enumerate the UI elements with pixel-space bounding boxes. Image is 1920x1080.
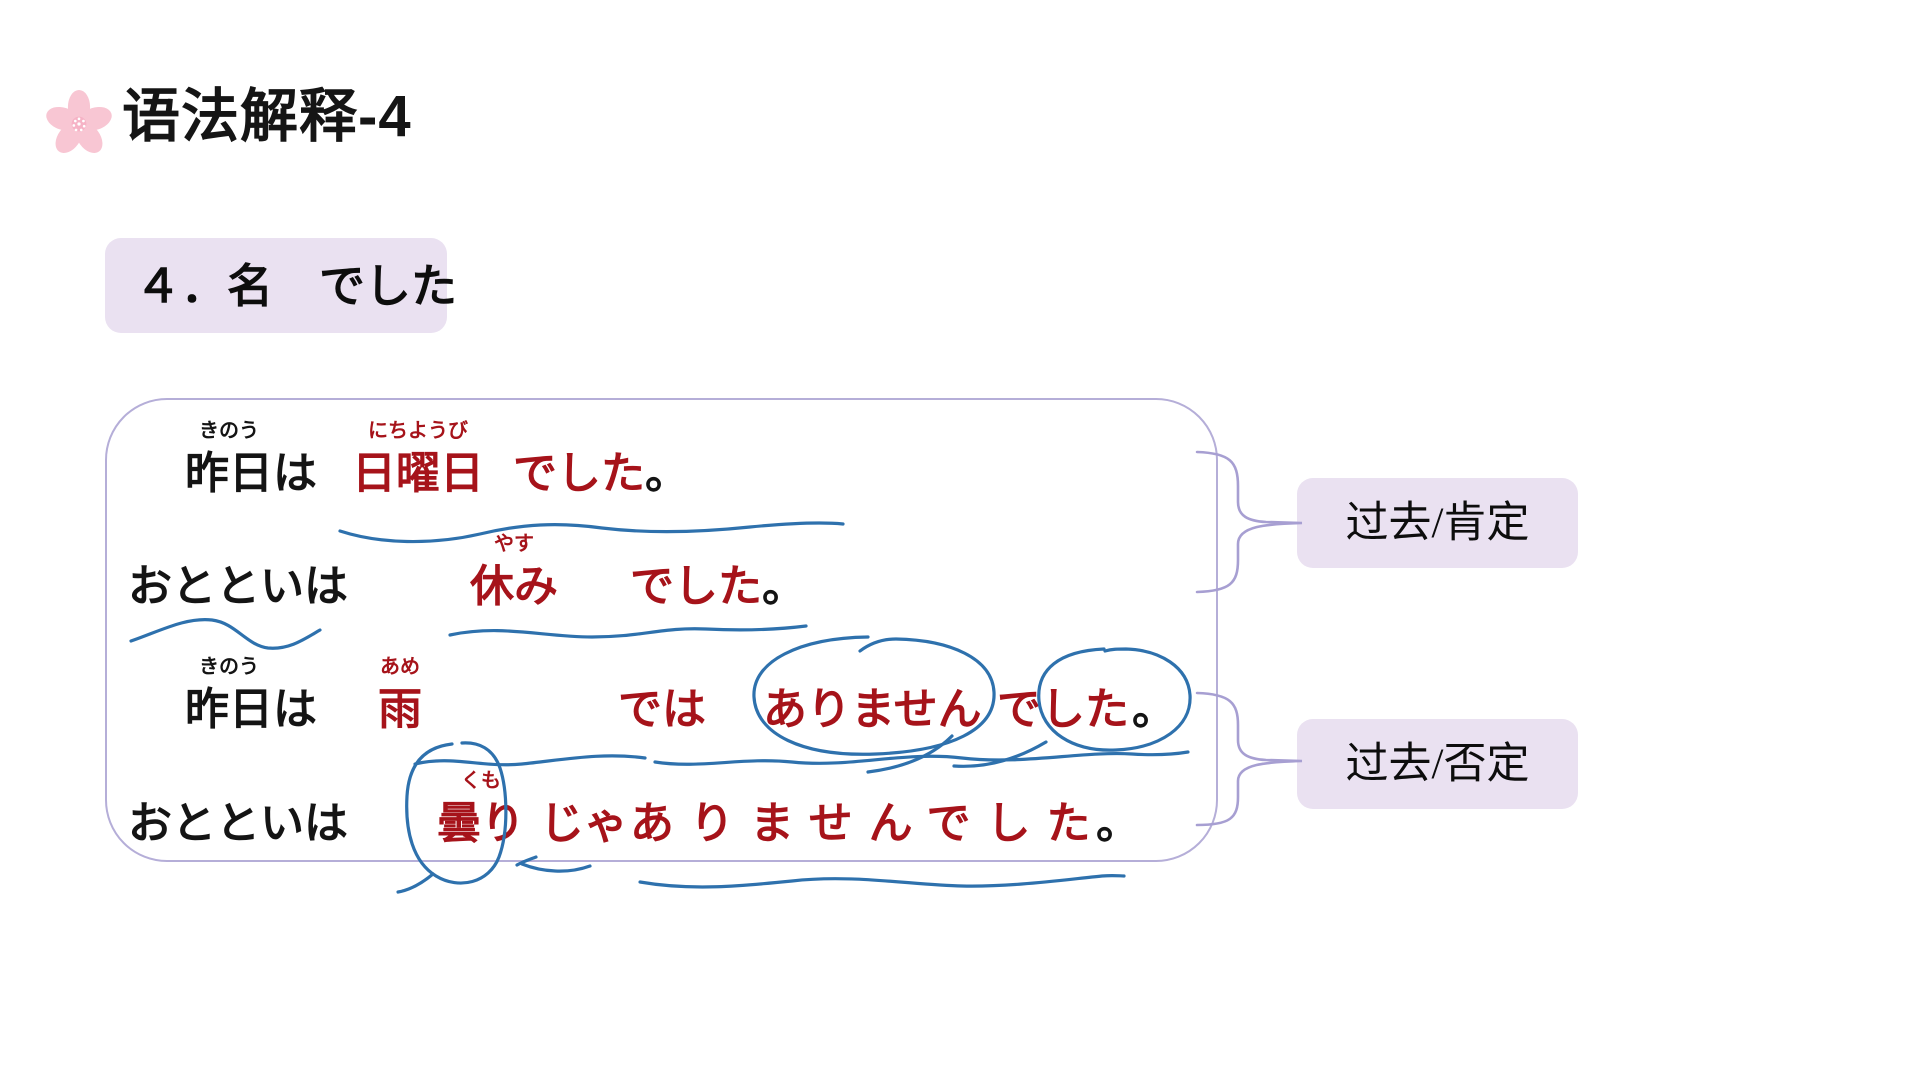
example-box	[105, 398, 1218, 862]
furigana: きのう	[199, 656, 259, 678]
punctuation: 。	[1132, 685, 1176, 734]
word: でした	[630, 560, 762, 614]
punctuation: 。	[762, 562, 806, 611]
word-text: でした	[630, 562, 762, 611]
word-text: じゃ	[540, 799, 628, 848]
label-text: 过去/否定	[1345, 741, 1530, 788]
circle-kumori-tail	[396, 872, 435, 894]
punctuation: 。	[645, 449, 689, 498]
word: きのう昨日は	[185, 656, 317, 737]
sentence-3: きのう昨日は あめ雨 では ありません でした 。	[0, 656, 1920, 743]
furigana: にちようび	[368, 420, 468, 442]
word: にちようび日曜日	[352, 420, 484, 501]
grammar-heading-text: ４．名 でした	[135, 261, 457, 312]
furigana: きのう	[199, 420, 259, 442]
label-text: 过去/肯定	[1345, 500, 1530, 547]
word: じゃ	[540, 797, 628, 851]
grammar-heading-box: ４．名 でした	[105, 238, 457, 333]
sentence-2: おとといは やす休み でした 。	[0, 533, 1920, 620]
word-text: ありませんでした	[630, 799, 1107, 848]
word-text: 昨日は	[185, 449, 317, 498]
word: でした	[513, 447, 645, 501]
word: おとといは	[128, 560, 348, 614]
word-text: では	[618, 685, 706, 734]
word: おとといは	[128, 797, 348, 851]
label-past-negative: 过去/否定	[1297, 719, 1578, 809]
word-text: 曇り	[437, 799, 525, 848]
word: くも曇り	[437, 770, 525, 851]
word-text: おとといは	[128, 562, 348, 611]
word-text: ありません	[763, 685, 982, 734]
word-text: 雨	[378, 685, 422, 734]
word-text: 休み	[470, 562, 558, 611]
word: ありませんでした	[630, 797, 1106, 851]
word-text: でした	[997, 685, 1129, 734]
page-title: 语法解释-4	[122, 84, 412, 149]
word: でした	[997, 683, 1129, 737]
word-text: 昨日は	[185, 685, 317, 734]
sentence-4: おとといは くも曇り じゃ ありませんでした 。	[0, 770, 1920, 857]
furigana: あめ	[380, 656, 420, 678]
word-text: おとといは	[128, 799, 348, 848]
furigana: やす	[494, 533, 534, 555]
word: あめ雨	[378, 656, 422, 737]
furigana: くも	[461, 770, 501, 792]
word: ありません	[763, 683, 982, 737]
word: きのう昨日は	[185, 420, 317, 501]
sakura-flower-icon	[46, 89, 112, 154]
word: では	[618, 683, 706, 737]
sentence-1: きのう昨日は にちようび日曜日 でした 。	[0, 420, 1920, 507]
scribble-sentence4-bottom	[638, 873, 1126, 889]
punctuation: 。	[1096, 799, 1140, 848]
word-text: でした	[513, 449, 645, 498]
label-past-affirmative: 过去/肯定	[1297, 478, 1578, 568]
word: やす休み	[470, 533, 558, 614]
word-text: 日曜日	[352, 449, 484, 498]
